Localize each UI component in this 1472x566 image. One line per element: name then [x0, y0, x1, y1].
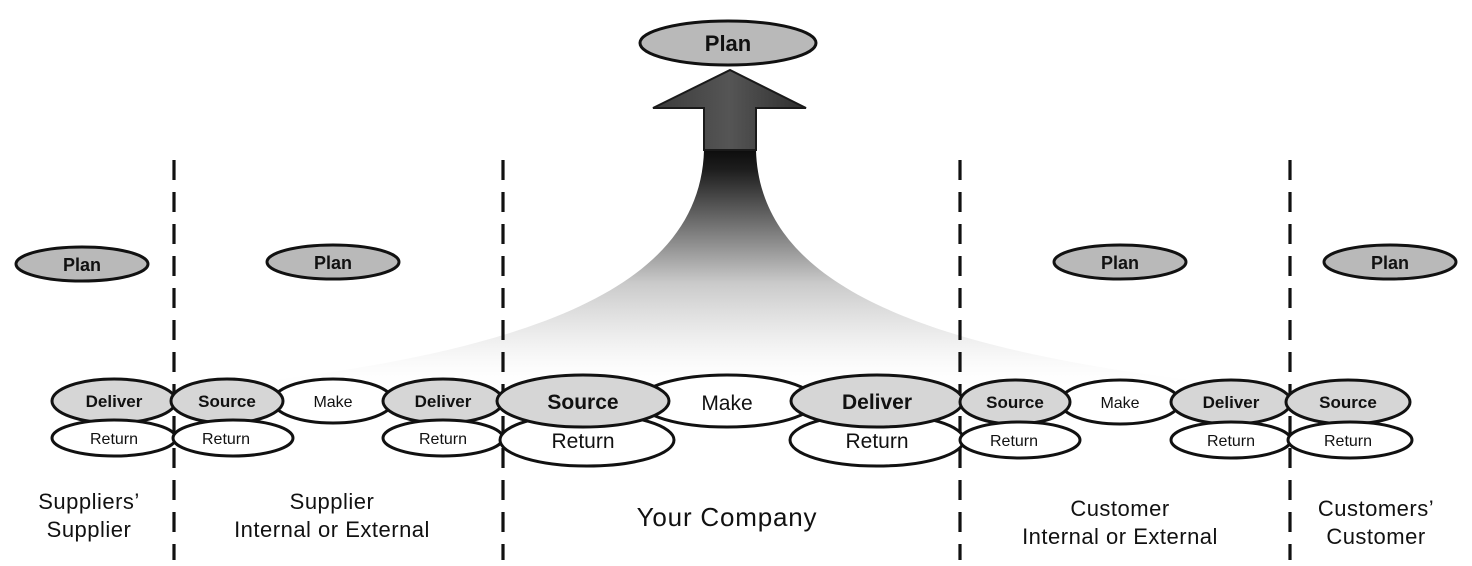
return-node-4a: [958, 420, 1082, 460]
segment-4-processes: Make Source Deliver Return Return: [958, 378, 1293, 460]
deliver-label-3: Deliver: [842, 391, 912, 414]
caption-5-line-2: Customer: [1326, 524, 1425, 549]
return-label-3b: Return: [845, 430, 908, 453]
top-plan-node: Plan: [638, 19, 818, 67]
segment-caption-3: Your Company: [637, 502, 818, 532]
return-label-2a: Return: [202, 431, 250, 448]
caption-3-line-1: Your Company: [637, 502, 818, 532]
caption-1-line-1: Suppliers’: [38, 489, 140, 514]
make-label-3: Make: [701, 392, 752, 415]
return-node-5: [1286, 420, 1414, 460]
return-label-1: Return: [90, 431, 138, 448]
source-label-3: Source: [547, 391, 618, 414]
caption-4-line-1: Customer: [1070, 496, 1169, 521]
segment-1-processes: Deliver Return: [50, 377, 178, 458]
segment-plan-2: Plan: [265, 243, 401, 281]
segment-caption-5: Customers’ Customer: [1318, 496, 1434, 549]
segment-plan-4: Plan: [1052, 243, 1188, 281]
up-arrow: [652, 68, 807, 151]
caption-2-line-1: Supplier: [290, 489, 375, 514]
segment-plan-5: Plan: [1322, 243, 1458, 281]
funnel-sweep: [170, 150, 1296, 392]
return-label-2b: Return: [419, 431, 467, 448]
segment-plan-label-1: Plan: [63, 255, 101, 275]
source-node-3: [495, 373, 671, 429]
deliver-label-2: Deliver: [415, 392, 472, 411]
segment-caption-1: Suppliers’ Supplier: [38, 489, 140, 542]
make-label-2: Make: [313, 394, 352, 411]
segment-5-processes: Source Return: [1284, 378, 1414, 460]
make-label-4: Make: [1100, 395, 1139, 412]
segment-plan-label-5: Plan: [1371, 253, 1409, 273]
source-label-5: Source: [1319, 393, 1377, 412]
segment-caption-4: Customer Internal or External: [1022, 496, 1218, 549]
caption-2-line-2: Internal or External: [234, 517, 430, 542]
segment-plan-1: Plan: [14, 245, 150, 283]
segment-plan-label-4: Plan: [1101, 253, 1139, 273]
return-label-5: Return: [1324, 433, 1372, 450]
segment-3-processes: Make Return Return Source Deliver: [495, 373, 966, 468]
segment-plan-label-2: Plan: [314, 253, 352, 273]
deliver-label-1: Deliver: [86, 392, 143, 411]
return-label-4b: Return: [1207, 433, 1255, 450]
return-node-2a: [171, 418, 295, 458]
caption-1-line-2: Supplier: [47, 517, 132, 542]
return-label-4a: Return: [990, 433, 1038, 450]
deliver-label-4: Deliver: [1203, 393, 1260, 412]
caption-5-line-1: Customers’: [1318, 496, 1434, 521]
caption-4-line-2: Internal or External: [1022, 524, 1218, 549]
segment-caption-2: Supplier Internal or External: [234, 489, 430, 542]
source-label-2: Source: [198, 392, 256, 411]
source-label-4: Source: [986, 393, 1044, 412]
segment-2-processes: Make Source Deliver Return Return: [169, 377, 505, 458]
return-label-3a: Return: [551, 430, 614, 453]
top-plan-label: Plan: [705, 31, 751, 56]
